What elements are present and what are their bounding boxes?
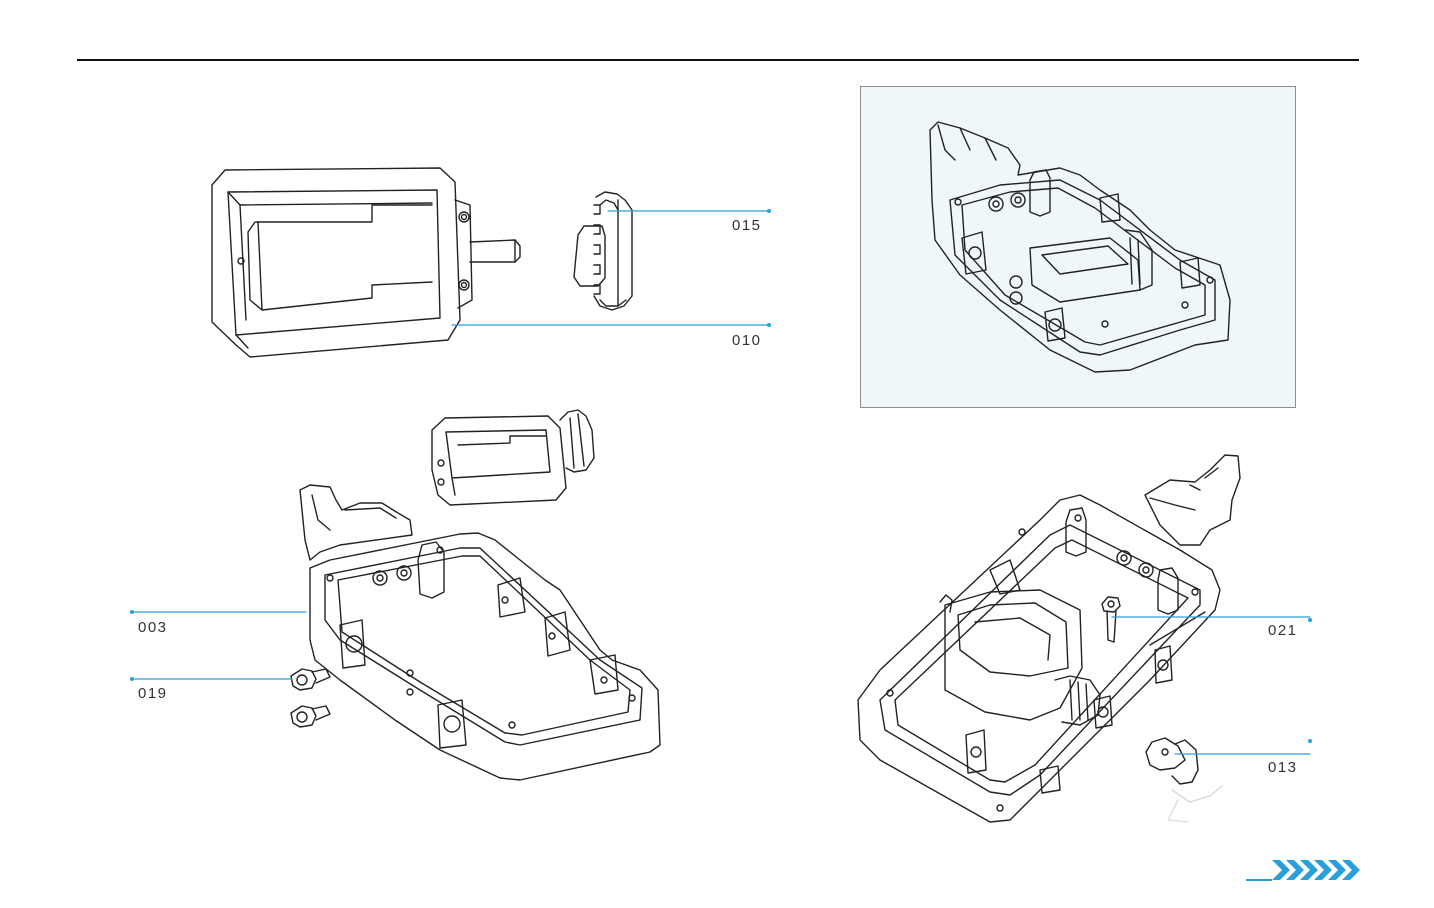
double-chevron-right-icon[interactable] — [1246, 856, 1362, 884]
callout-label-010: 010 — [732, 332, 762, 349]
callout-label-021: 021 — [1268, 622, 1298, 639]
callout-label-015: 015 — [732, 217, 762, 234]
screws-019 — [291, 669, 330, 727]
callout-label-003: 003 — [138, 619, 168, 636]
cap-013 — [1146, 738, 1222, 822]
motor-housing-small — [432, 410, 594, 505]
assembled-frame-preview — [930, 122, 1230, 372]
pinion-gear-015 — [574, 192, 632, 310]
callout-label-019: 019 — [138, 685, 168, 702]
assembled-frame-step3 — [858, 455, 1240, 822]
callout-label-013: 013 — [1268, 759, 1298, 776]
motor-housing-010 — [212, 168, 520, 357]
chassis-frame-003 — [300, 485, 660, 780]
pin-021 — [1102, 597, 1120, 642]
